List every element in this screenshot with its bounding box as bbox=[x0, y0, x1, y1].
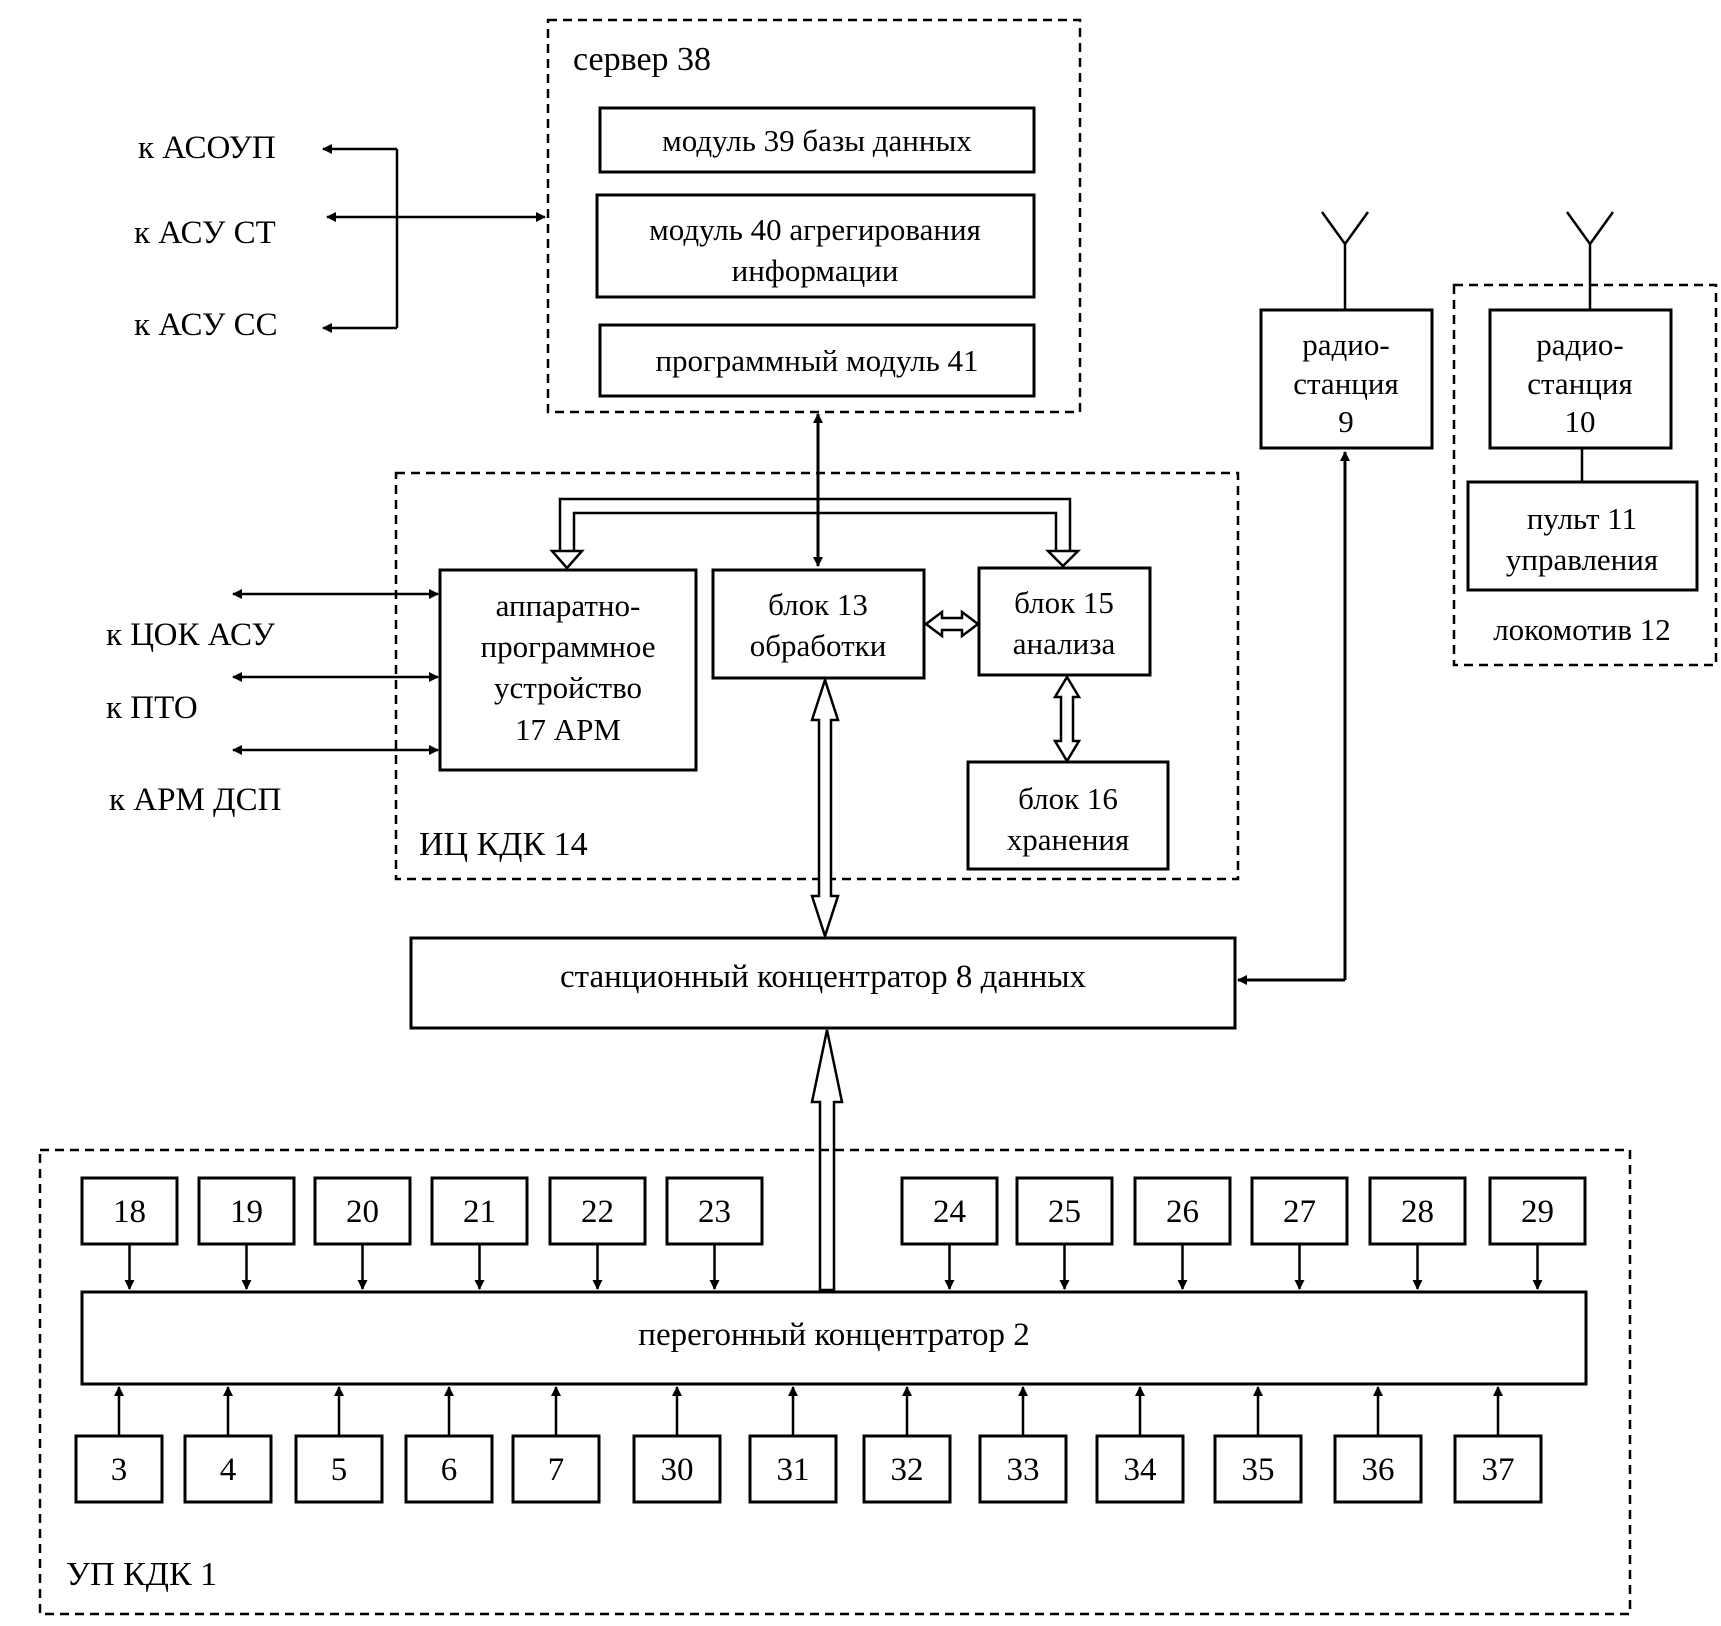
peregonny-concentrator-box bbox=[80, 1290, 1588, 1386]
sensor-box-label-23: 23 bbox=[698, 1194, 731, 1230]
ext-asoup-label: к АСОУП bbox=[138, 130, 276, 166]
analysis-block-label-1: блок 15 bbox=[1014, 585, 1114, 620]
top-sensor-boxes: 18 19 20 21 22 23 24 25 26 27 28 29 bbox=[80, 1176, 1587, 1290]
station-concentrator-box bbox=[409, 936, 1237, 1030]
locomotive-border bbox=[1452, 283, 1718, 667]
ext-asu-ss-label: к АСУ СС bbox=[134, 307, 278, 343]
external-mid-links: к ЦОК АСУ к ПТО к АРМ ДСП bbox=[106, 589, 439, 818]
storage-block-box bbox=[966, 760, 1170, 871]
analysis-block-label-2: анализа bbox=[1013, 626, 1116, 661]
arm-device-box bbox=[438, 568, 698, 772]
sensor-box-label-7: 7 bbox=[548, 1452, 565, 1488]
sensor-box-label-18: 18 bbox=[113, 1194, 146, 1230]
database-module-box bbox=[598, 106, 1036, 174]
bus-arrowhead-arm bbox=[549, 549, 585, 570]
antenna-9-icon bbox=[1320, 211, 1370, 310]
radio-station-9-label-2: станция bbox=[1293, 366, 1398, 401]
sensor-box-label-29: 29 bbox=[1521, 1194, 1554, 1230]
sensor-box-label-37: 37 bbox=[1482, 1452, 1515, 1488]
sensor-box-label-31: 31 bbox=[777, 1452, 810, 1488]
storage-block-label-2: хранения bbox=[1007, 822, 1130, 857]
sensor-box-label-33: 33 bbox=[1007, 1452, 1040, 1488]
bus-connector-outer bbox=[558, 497, 1072, 551]
peregonny-concentrator-label: перегонный концентратор 2 bbox=[638, 1317, 1029, 1353]
program-module-label: программный модуль 41 bbox=[655, 343, 978, 378]
control-console-box bbox=[1466, 480, 1699, 592]
analysis-block-box bbox=[977, 566, 1152, 677]
sensor-box-label-25: 25 bbox=[1048, 1194, 1081, 1230]
control-console-label-2: управления bbox=[1506, 542, 1658, 577]
sensor-box-label-20: 20 bbox=[346, 1194, 379, 1230]
sensor-box-label-35: 35 bbox=[1242, 1452, 1275, 1488]
aggregation-module-box bbox=[595, 193, 1036, 299]
server-border bbox=[546, 18, 1082, 414]
sensor-box-label-3: 3 bbox=[111, 1452, 128, 1488]
hollow-arrow-15-16 bbox=[1052, 674, 1082, 764]
station-concentrator-label: станционный концентратор 8 данных bbox=[560, 959, 1087, 995]
ext-asu-st-label: к АСУ СТ bbox=[134, 215, 276, 251]
hollow-arrow-13-station bbox=[810, 675, 840, 941]
ic-kdk-border bbox=[394, 471, 1240, 881]
sensor-box-label-19: 19 bbox=[230, 1194, 263, 1230]
sensor-box-label-24: 24 bbox=[933, 1194, 966, 1230]
radio-station-10-box bbox=[1488, 308, 1673, 450]
ic-kdk-label: ИЦ КДК 14 bbox=[419, 826, 588, 863]
ext-pto-label: к ПТО bbox=[106, 690, 198, 726]
arm-device-label-2: программное bbox=[480, 629, 655, 664]
processing-block-label-2: обработки bbox=[750, 628, 887, 663]
sensor-box-label-4: 4 bbox=[220, 1452, 237, 1488]
bus-connector-inner bbox=[572, 511, 1058, 551]
locomotive-label: локомотив 12 bbox=[1493, 612, 1671, 647]
radio-station-10-label-1: радио- bbox=[1536, 327, 1623, 362]
server-group: сервер 38 модуль 39 базы данных модуль 4… bbox=[546, 18, 1082, 414]
up-kdk-group: УП КДК 1 перегонный концентратор 2 18 19 2… bbox=[38, 1148, 1632, 1616]
bus-arrowhead-block15 bbox=[1044, 549, 1082, 568]
aggregation-module-label-1: модуль 40 агрегирования bbox=[649, 212, 981, 247]
sensor-box-label-26: 26 bbox=[1166, 1194, 1199, 1230]
antenna-10-icon bbox=[1565, 211, 1615, 310]
sensor-box-label-27: 27 bbox=[1283, 1194, 1316, 1230]
storage-block-label-1: блок 16 bbox=[1018, 781, 1118, 816]
hollow-arrow-13-15 bbox=[923, 609, 981, 639]
ext-arm-dsp-label: к АРМ ДСП bbox=[109, 782, 281, 818]
locomotive-group: радио- станция 10 пульт 11 управления ло… bbox=[1452, 211, 1718, 667]
program-module-box bbox=[598, 323, 1036, 398]
sensor-box-label-32: 32 bbox=[891, 1452, 924, 1488]
control-console-label-1: пульт 11 bbox=[1527, 501, 1637, 536]
radio-station-9-label-3: 9 bbox=[1338, 404, 1354, 439]
up-kdk-border bbox=[38, 1148, 1632, 1616]
radio-station-9-label-1: радио- bbox=[1302, 327, 1389, 362]
processing-block-label-1: блок 13 bbox=[768, 587, 868, 622]
sensor-box-label-22: 22 bbox=[581, 1194, 614, 1230]
external-top-links: к АСОУП к АСУ СТ к АСУ СС bbox=[134, 130, 546, 343]
sensor-box-label-36: 36 bbox=[1362, 1452, 1395, 1488]
server-label: сервер 38 bbox=[573, 41, 711, 78]
hollow-arrow-up-to-station bbox=[810, 1029, 844, 1292]
radio-station-10-label-3: 10 bbox=[1565, 404, 1596, 439]
arm-device-label-4: 17 АРМ bbox=[515, 712, 621, 747]
up-kdk-label: УП КДК 1 bbox=[66, 1556, 217, 1593]
sensor-box-label-30: 30 bbox=[661, 1452, 694, 1488]
ext-cok-asu-label: к ЦОК АСУ bbox=[106, 617, 276, 653]
radio-station-10-label-2: станция bbox=[1527, 366, 1632, 401]
aggregation-module-label-2: информации bbox=[732, 253, 899, 288]
radio-station-9-group: радио- станция 9 bbox=[1237, 211, 1434, 985]
sensor-box-label-34: 34 bbox=[1124, 1452, 1157, 1488]
ic-kdk-group: ИЦ КДК 14 аппаратно- программное устройс… bbox=[394, 471, 1240, 881]
arm-device-label-1: аппаратно- bbox=[496, 588, 641, 623]
sensor-box-label-21: 21 bbox=[463, 1194, 496, 1230]
sensor-box-label-28: 28 bbox=[1401, 1194, 1434, 1230]
arm-device-label-3: устройство bbox=[494, 670, 642, 705]
sensor-box-label-6: 6 bbox=[441, 1452, 458, 1488]
sensor-box-label-5: 5 bbox=[331, 1452, 348, 1488]
radio-station-9-box bbox=[1259, 308, 1434, 450]
database-module-label: модуль 39 базы данных bbox=[662, 123, 972, 158]
